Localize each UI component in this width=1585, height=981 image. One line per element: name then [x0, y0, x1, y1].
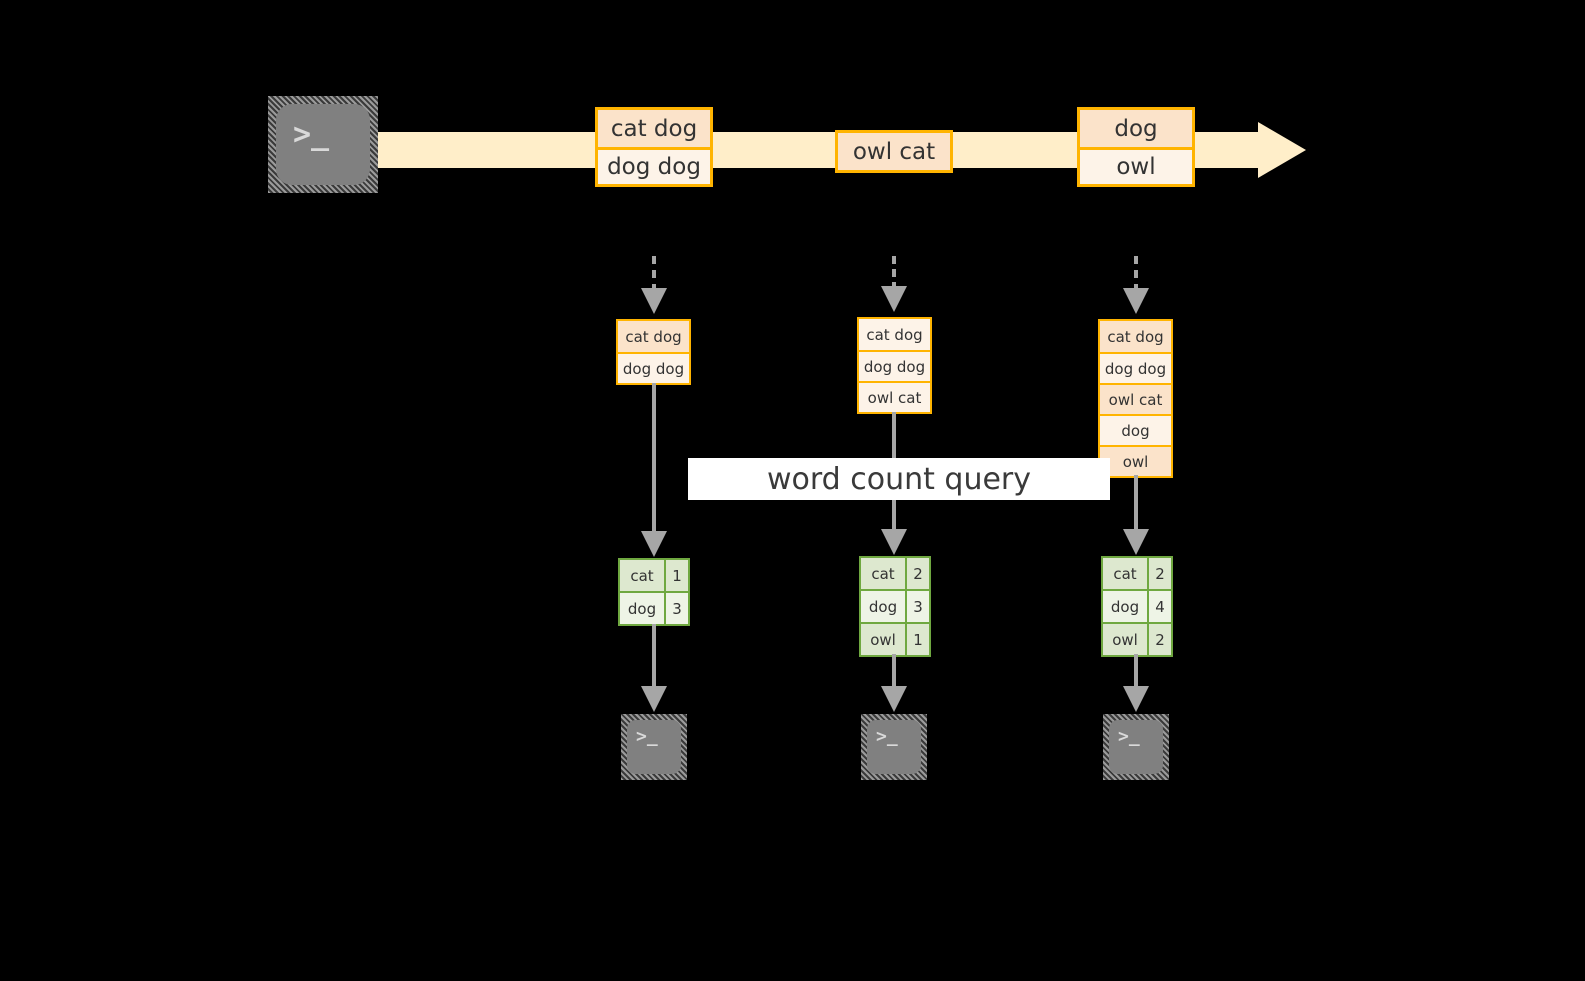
- stream-record: owl: [1080, 147, 1192, 184]
- query-connector-1-arrowhead: [641, 531, 667, 557]
- query-connector-3-arrowhead: [1123, 529, 1149, 555]
- result-count: 1: [905, 624, 929, 655]
- stream-record: dog dog: [598, 147, 710, 184]
- accumulated-record: dog dog: [859, 350, 930, 381]
- accumulated-record: owl cat: [859, 381, 930, 412]
- tap-connector-2-arrowhead: [881, 286, 907, 312]
- sink-terminal-1[interactable]: >_: [621, 714, 687, 780]
- result-word: owl: [861, 624, 905, 655]
- sink-terminal-3[interactable]: >_: [1103, 714, 1169, 780]
- stream-records-1: cat dog dog dog: [595, 107, 713, 187]
- terminal-screen: >_: [627, 720, 681, 774]
- result-word: cat: [861, 558, 905, 589]
- query-connector-3: [1134, 475, 1138, 533]
- table-row: dog 3: [861, 589, 929, 622]
- terminal-prompt-icon: >_: [1118, 726, 1140, 747]
- accumulated-records-2: cat dog dog dog owl cat: [857, 317, 932, 414]
- result-count: 1: [664, 560, 688, 591]
- stream-record: owl cat: [838, 133, 950, 170]
- terminal-prompt-icon: >_: [876, 726, 898, 747]
- accumulated-record: dog dog: [618, 352, 689, 383]
- source-terminal[interactable]: >_: [268, 96, 378, 193]
- accumulated-record: owl: [1100, 445, 1171, 476]
- table-row: dog 3: [620, 591, 688, 624]
- result-count: 3: [905, 591, 929, 622]
- sink-connector-2: [892, 654, 896, 688]
- result-word: cat: [620, 560, 664, 591]
- tap-connector-3-arrowhead: [1123, 288, 1149, 314]
- accumulated-record: owl cat: [1100, 383, 1171, 414]
- result-table-2: cat 2 dog 3 owl 1: [859, 556, 931, 657]
- stream-record: cat dog: [598, 110, 710, 147]
- sink-connector-1-arrowhead: [641, 686, 667, 712]
- result-table-3: cat 2 dog 4 owl 2: [1101, 556, 1173, 657]
- tap-connector-2: [892, 256, 896, 290]
- result-count: 2: [905, 558, 929, 589]
- terminal-screen: >_: [867, 720, 921, 774]
- query-connector-1: [652, 383, 656, 533]
- stream-arrow-head: [1258, 122, 1306, 178]
- result-count: 2: [1147, 558, 1171, 589]
- table-row: cat 2: [1103, 558, 1171, 589]
- result-word: dog: [1103, 591, 1147, 622]
- result-word: owl: [1103, 624, 1147, 655]
- stream-record: dog: [1080, 110, 1192, 147]
- accumulated-records-1: cat dog dog dog: [616, 319, 691, 385]
- terminal-prompt-icon: >_: [636, 726, 658, 747]
- tap-connector-1-arrowhead: [641, 288, 667, 314]
- table-row: owl 1: [861, 622, 929, 655]
- tap-connector-1: [652, 256, 656, 292]
- result-count: 4: [1147, 591, 1171, 622]
- result-word: cat: [1103, 558, 1147, 589]
- query-label: word count query: [688, 458, 1110, 500]
- accumulated-record: dog dog: [1100, 352, 1171, 383]
- table-row: cat 1: [620, 560, 688, 591]
- sink-connector-3-arrowhead: [1123, 686, 1149, 712]
- accumulated-record: dog: [1100, 414, 1171, 445]
- accumulated-record: cat dog: [618, 321, 689, 352]
- tap-connector-3: [1134, 256, 1138, 292]
- terminal-prompt-icon: >_: [293, 117, 330, 152]
- sink-terminal-2[interactable]: >_: [861, 714, 927, 780]
- accumulated-records-3: cat dog dog dog owl cat dog owl: [1098, 319, 1173, 478]
- stream-records-3: dog owl: [1077, 107, 1195, 187]
- result-count: 3: [664, 593, 688, 624]
- result-table-1: cat 1 dog 3: [618, 558, 690, 626]
- query-label-text: word count query: [766, 461, 1032, 497]
- result-word: dog: [620, 593, 664, 624]
- accumulated-record: cat dog: [859, 319, 930, 350]
- sink-connector-1: [652, 624, 656, 688]
- stream-records-2: owl cat: [835, 130, 953, 173]
- result-word: dog: [861, 591, 905, 622]
- sink-connector-2-arrowhead: [881, 686, 907, 712]
- sink-connector-3: [1134, 654, 1138, 688]
- terminal-screen: >_: [276, 104, 370, 185]
- accumulated-record: cat dog: [1100, 321, 1171, 352]
- result-count: 2: [1147, 624, 1171, 655]
- query-connector-2-arrowhead: [881, 529, 907, 555]
- table-row: owl 2: [1103, 622, 1171, 655]
- terminal-screen: >_: [1109, 720, 1163, 774]
- table-row: dog 4: [1103, 589, 1171, 622]
- table-row: cat 2: [861, 558, 929, 589]
